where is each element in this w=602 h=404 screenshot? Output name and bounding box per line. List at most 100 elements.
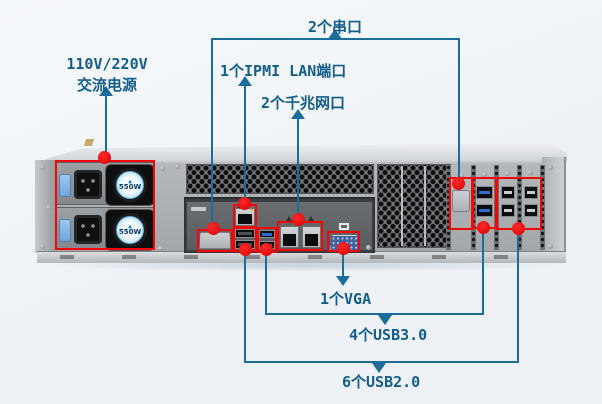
leader-line-serial [211,38,460,40]
warning-triangle-icon [307,216,315,223]
endpoint-dot-usb2-right [512,222,525,235]
hex-vent-strip [186,164,374,194]
label-usb30: 4个USB3.0 [349,326,428,344]
usb2-port [235,229,255,238]
usb-tongue [238,232,252,235]
endpoint-dot-power [98,151,111,164]
psu-wattage-text: 550W [118,228,142,236]
usb3-port [476,204,493,217]
delta-logo-icon: ▲ [128,223,132,230]
leader-line-usb3-left [265,250,267,315]
leader-line-usb2-right [517,229,519,363]
ac-inlet-c14 [74,170,102,199]
leader-line-serial-left [211,38,213,229]
usb2-port [524,204,538,217]
leader-line-serial-right [458,38,460,184]
endpoint-dot-usb3-right [477,221,490,234]
endpoint-dot-vga [337,242,350,255]
chassis-left-wall [35,160,55,253]
usb-tongue [504,191,512,194]
rj45-slot [283,234,296,246]
label-ac-power-line1: 110V/220V [66,55,148,73]
perforated-strip [517,165,522,250]
perforated-strip [540,165,545,250]
psu-fan: ▲ 550W [105,209,155,251]
rj45-slot [238,214,252,224]
usb2-port [501,204,515,217]
arrow-up-icon [238,76,252,86]
arrow-up-icon [99,86,113,96]
delta-logo-icon: ▲ [128,178,132,185]
highlight-box-psu [55,160,155,250]
label-gigabit-lan: 2个千兆网口 [261,94,346,112]
label-serial-ports: 2个串口 [308,18,363,36]
bracket-screw-icon [459,173,464,178]
label-usb20: 6个USB2.0 [342,373,421,391]
ac-inlet-c14 [74,215,102,244]
psu-fan: ▲ 550W [105,164,155,206]
usb3-port [476,186,493,199]
label-ipmi-lan: 1个IPMI LAN端口 [220,62,347,80]
bracket-screw-icon [505,171,510,176]
vent-divider [401,166,403,246]
leader-line-usb2 [244,361,519,363]
endpoint-dot-usb3-left [260,243,273,256]
arrow-down-icon [336,276,350,286]
panel-print [191,207,206,211]
leader-line-usb2-left [244,250,246,363]
usb-tongue [527,191,535,194]
chassis-top-face [33,143,567,163]
chassis-right-wall [542,157,566,253]
perforated-strip [446,165,451,250]
usb2-port [501,186,515,199]
leader-line-lan [297,118,299,220]
psu-latch [59,219,71,242]
psu-wattage-label: ▲ 550W [116,171,144,199]
endpoint-dot-usb2-left [239,243,252,256]
screw-icon [160,166,165,171]
power-supply-unit-2: ▲ 550W [56,207,155,251]
gigabit-lan-port-1 [280,226,299,248]
endpoint-dot-lan [292,213,305,226]
usb-tongue [479,209,490,212]
leader-line-usb3 [265,313,484,315]
usb-tongue [262,233,272,236]
chassis-mount-slots [60,255,540,259]
psu-latch [59,174,71,197]
label-ac-power: 110V/220V 交流电源 [58,55,156,95]
screw-icon [548,165,553,170]
screw-icon [158,246,163,251]
port-led [250,209,253,211]
bracket-screw-icon [482,172,487,177]
arrow-up-icon [291,109,305,119]
serial-port-2 [452,190,470,212]
screw-icon [40,165,45,170]
arrow-down-icon [372,363,386,373]
screw-icon [46,205,51,210]
psu-wattage-label: ▲ 550W [116,216,144,244]
hex-vent-right [377,164,451,248]
usb-tongue [479,191,490,194]
screw-icon [366,245,371,250]
leader-line-power [105,95,107,158]
bracket-screw-icon [528,170,533,175]
endpoint-dot-serial-left [207,222,220,235]
usb-tongue [527,209,535,212]
leader-line-ipmi [244,85,246,204]
screw-icon [40,244,45,249]
display-icon [339,223,349,230]
usb3-port [259,230,275,238]
psu-wattage-text: 550W [118,183,142,191]
gigabit-lan-port-2 [302,226,321,248]
rj45-slot [305,234,318,246]
usb2-port [524,186,538,199]
label-ac-power-line2: 交流电源 [76,76,137,94]
leader-line-usb3-right [482,228,484,315]
usb-tongue [504,209,512,212]
warning-triangle-icon [285,216,293,223]
chassis-tab [83,139,95,146]
endpoint-dot-ipmi [238,197,251,210]
arrow-up-icon [328,29,342,39]
vent-divider [424,166,426,246]
